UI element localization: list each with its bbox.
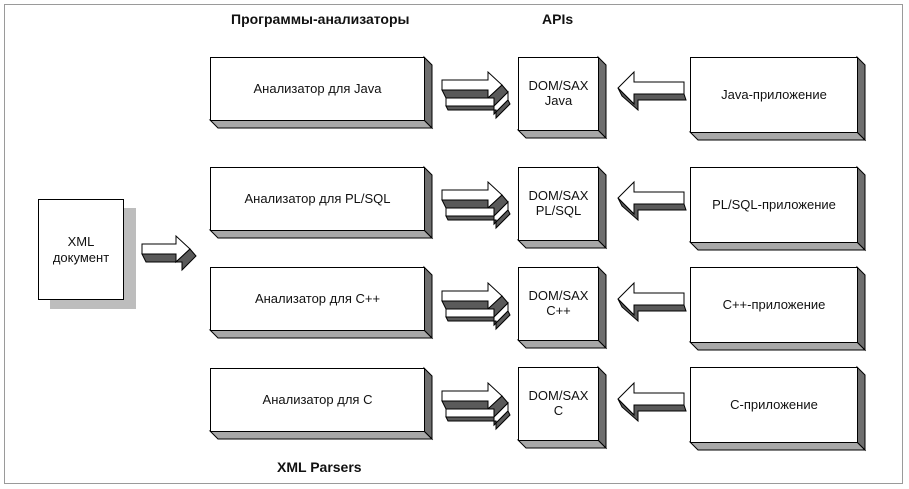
parser-to-api-arrow-plsql [441,180,511,230]
api-box-plsql-extrusion [516,165,608,250]
app-box-cpp: C++-приложение [688,265,867,352]
parser-box-java: Анализатор для Java [208,55,434,130]
parser-box-c: Анализатор для C [208,366,434,441]
app-box-java-extrusion [688,55,867,142]
api-label-c-line1: DOM/SAX [528,388,589,404]
parser-box-java-face: Анализатор для Java [210,57,425,121]
parser-to-api-arrow-java [441,70,511,120]
parser-label-cpp: Анализатор для C++ [254,290,381,306]
app-label-cpp: C++-приложение [722,296,826,312]
parser-label-java: Анализатор для Java [253,80,382,96]
api-box-c-face: DOM/SAX C [518,367,599,441]
parser-box-plsql-extrusion [208,165,434,240]
xml-document: XML документ [38,199,138,309]
parser-box-plsql-face: Анализатор для PL/SQL [210,167,425,231]
xml-document-line1: XML [67,233,95,249]
api-box-cpp-extrusion [516,265,608,350]
apis-heading: APIs [542,11,574,27]
api-label-c-line2: C [553,403,564,418]
app-label-java: Java-приложение [721,86,827,102]
app-to-api-arrow-cpp [617,281,687,323]
app-box-java: Java-приложение [688,55,867,142]
app-box-c-face: C-приложение [690,367,858,443]
parser-box-cpp-face: Анализатор для C++ [210,267,425,331]
app-label-c: C-приложение [730,396,818,412]
app-box-c: C-приложение [688,365,867,452]
app-box-plsql-face: PL/SQL-приложение [690,167,858,243]
xml-parsers-heading: XML Parsers [277,459,362,475]
api-box-c: DOM/SAX C [516,365,608,450]
parser-to-api-arrow-c [441,381,511,431]
api-box-java-face: DOM/SAX Java [518,57,599,131]
app-box-cpp-extrusion [688,265,867,352]
diagram-frame [4,4,903,484]
document-to-parsers-arrow [141,234,197,272]
app-box-cpp-face: C++-приложение [690,267,858,343]
app-box-java-face: Java-приложение [690,57,858,133]
parsers-heading: Программы-анализаторы [231,11,410,27]
xml-document-line2: документ [52,249,110,265]
parser-box-c-extrusion [208,366,434,441]
api-box-c-extrusion [516,365,608,450]
parser-to-api-arrow-cpp [441,281,511,331]
api-box-cpp: DOM/SAX C++ [516,265,608,350]
api-label-cpp-line1: DOM/SAX [528,288,589,304]
app-to-api-arrow-java [617,70,687,112]
app-to-api-arrow-plsql [617,180,687,222]
api-box-plsql: DOM/SAX PL/SQL [516,165,608,250]
parser-box-cpp: Анализатор для C++ [208,265,434,340]
parser-box-c-face: Анализатор для C [210,368,425,432]
parser-box-plsql: Анализатор для PL/SQL [208,165,434,240]
api-box-plsql-face: DOM/SAX PL/SQL [518,167,599,241]
api-box-java: DOM/SAX Java [516,55,608,140]
api-label-cpp-line2: C++ [546,303,571,318]
api-label-java-line2: Java [544,93,573,108]
app-box-plsql-extrusion [688,165,867,252]
parser-label-plsql: Анализатор для PL/SQL [244,190,391,206]
api-box-cpp-face: DOM/SAX C++ [518,267,599,341]
api-label-plsql-line1: DOM/SAX [528,188,589,204]
app-to-api-arrow-c [617,381,687,423]
api-label-java-line1: DOM/SAX [528,78,589,94]
app-box-plsql: PL/SQL-приложение [688,165,867,252]
xml-document-page: XML документ [38,199,124,300]
api-label-plsql-line2: PL/SQL [535,203,582,218]
parser-label-c: Анализатор для C [262,391,373,407]
app-label-plsql: PL/SQL-приложение [712,196,836,212]
